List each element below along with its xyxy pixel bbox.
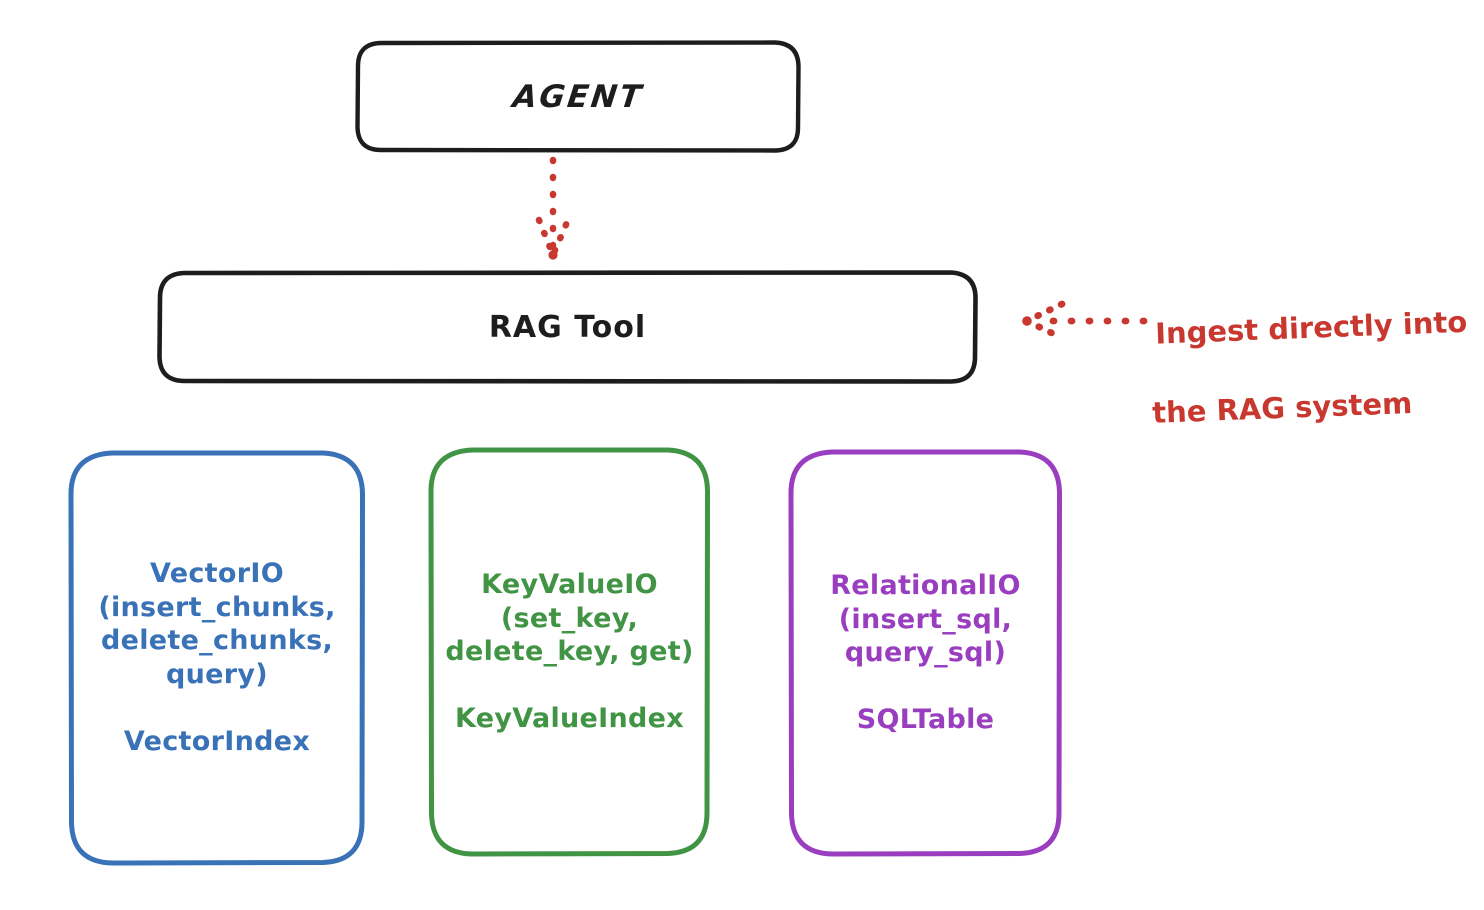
key-value-io-index-label: KeyValueIndex [454,703,684,735]
relational-io-api-line-2: query_sql) [844,637,1007,668]
key-value-io-api-line-1: (set_key, [500,602,639,634]
annotation-line-1: Ingest directly into [1154,305,1468,352]
agent-label: AGENT [510,78,646,115]
relational-io-api-line-1: (insert_sql, [838,603,1013,635]
key-value-io-api-line-2: delete_key, get) [445,636,694,667]
node-agent[interactable]: AGENT [355,40,801,153]
relational-io-text: RelationalIO (insert_sql, query_sql) SQL… [820,569,1031,737]
vector-io-api-line-0: VectorIO [150,558,284,590]
rag-tool-label: RAG Tool [488,309,647,345]
vector-io-api-line-2: delete_chunks, [100,625,334,657]
node-key-value-io[interactable]: KeyValueIO (set_key, delete_key, get) Ke… [428,447,711,857]
key-value-io-text: KeyValueIO (set_key, delete_key, get) Ke… [435,568,703,736]
relational-io-spacer [830,669,1021,703]
node-relational-io[interactable]: RelationalIO (insert_sql, query_sql) SQL… [788,449,1063,857]
vector-io-spacer [98,691,335,725]
node-vector-io[interactable]: VectorIO (insert_chunks, delete_chunks, … [68,450,366,866]
node-rag-tool[interactable]: RAG Tool [157,270,978,384]
vector-io-index-label: VectorIndex [123,726,311,758]
relational-io-api-line-0: RelationalIO [830,570,1021,602]
key-value-io-api-line-0: KeyValueIO [481,569,658,601]
vector-io-api-line-1: (insert_chunks, [98,591,336,623]
arrow-agent-to-rag-tool [535,156,572,260]
annotation-line-2: the RAG system [1151,386,1413,431]
annotation-ingest-note: Ingest directly into the RAG system [1147,263,1484,473]
key-value-io-spacer [445,668,693,702]
vector-io-api-line-3: query) [166,658,268,690]
vector-io-text: VectorIO (insert_chunks, delete_chunks, … [88,557,345,758]
arrow-ingest-into-rag [1022,300,1148,342]
relational-io-index-label: SQLTable [856,704,995,736]
